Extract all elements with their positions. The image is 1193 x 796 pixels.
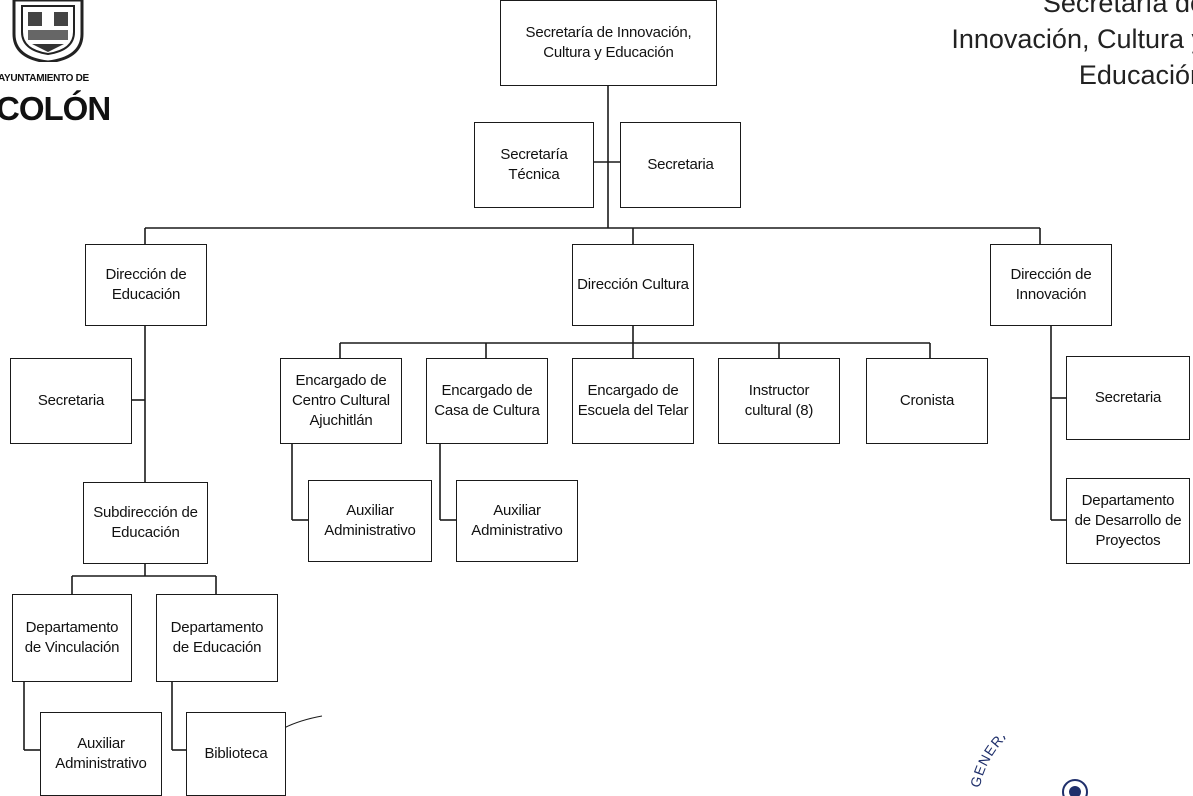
box-departamento-vinculacion: Departamento de Vinculación xyxy=(12,594,132,682)
box-auxiliar-centro-cultural: Auxiliar Administrativo xyxy=(308,480,432,562)
box-cronista: Cronista xyxy=(866,358,988,444)
box-root: Secretaría de Innovación, Cultura y Educ… xyxy=(500,0,717,86)
logo: AYUNTAMIENTO DE COLÓN xyxy=(0,0,111,140)
box-innovacion-secretaria: Secretaria xyxy=(1066,356,1190,440)
pen-mark xyxy=(283,715,323,729)
box-encargado-centro-cultural: Encargado de Centro Cultural Ajuchitlán xyxy=(280,358,402,444)
logo-text-line2: COLÓN xyxy=(0,90,111,127)
box-direccion-innovacion: Dirección de Innovación xyxy=(990,244,1112,326)
box-instructor-cultural: Instructor cultural (8) xyxy=(718,358,840,444)
box-auxiliar-casa-cultura: Auxiliar Administrativo xyxy=(456,480,578,562)
box-subdireccion-educacion: Subdirección de Educación xyxy=(83,482,208,564)
box-secretaria-root: Secretaria xyxy=(620,122,741,208)
box-direccion-cultura: Dirección Cultura xyxy=(572,244,694,326)
crest-icon xyxy=(12,0,84,62)
box-biblioteca: Biblioteca xyxy=(186,712,286,796)
logo-text-line1: AYUNTAMIENTO DE xyxy=(0,73,89,84)
box-encargado-escuela-telar: Encargado de Escuela del Telar xyxy=(572,358,694,444)
official-seal: GENERAL SECRETARÍA DE xyxy=(967,736,1146,796)
svg-text:GENERAL SECRETARÍA DE: GENERAL SECRETARÍA DE xyxy=(967,736,1146,789)
box-auxiliar-vinculacion: Auxiliar Administrativo xyxy=(40,712,162,796)
box-departamento-educacion: Departamento de Educación xyxy=(156,594,278,682)
box-secretaria-tecnica: Secretaría Técnica xyxy=(474,122,594,208)
box-educacion-secretaria: Secretaria xyxy=(10,358,132,444)
box-direccion-educacion: Dirección de Educación xyxy=(85,244,207,326)
seal-text: GENERAL SECRETARÍA DE xyxy=(967,736,1145,789)
box-encargado-casa-cultura: Encargado de Casa de Cultura xyxy=(426,358,548,444)
box-departamento-desarrollo-proyectos: Departamento de Desarrollo de Proyectos xyxy=(1066,478,1190,564)
page-title: Secretaría de Innovación, Cultura y Educ… xyxy=(951,0,1193,90)
